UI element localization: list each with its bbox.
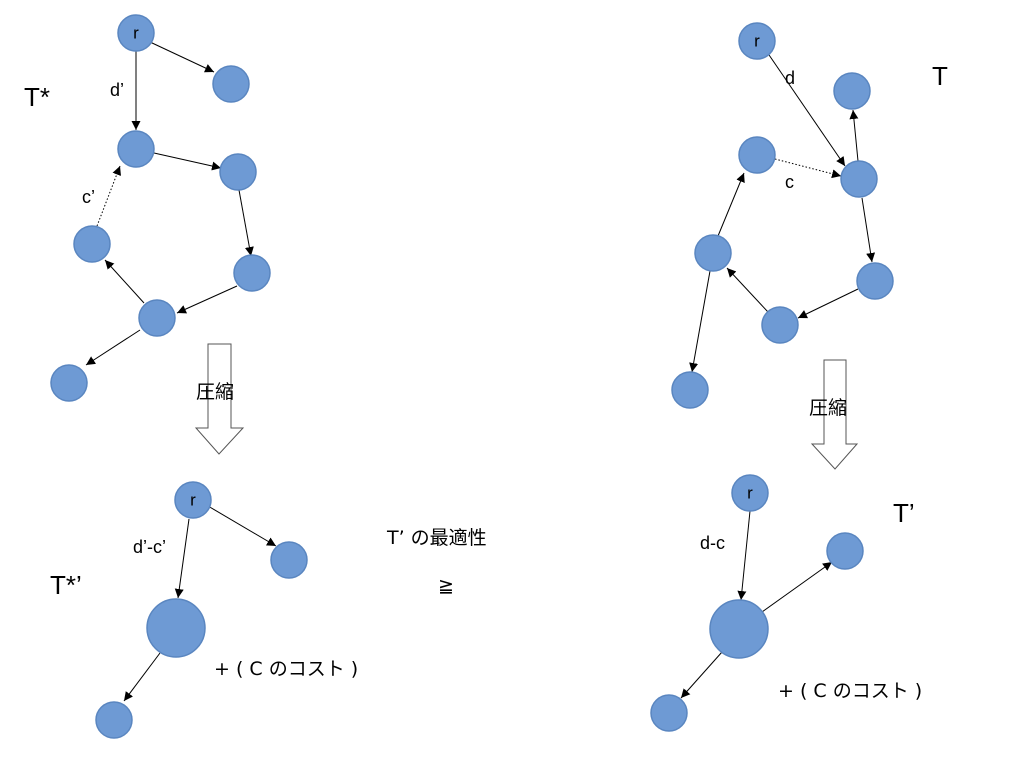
edge-cycle-1: [153, 152, 222, 171]
label-c-prime: c’: [82, 187, 95, 207]
cycle-node: [738, 136, 776, 174]
leaf-node: [270, 541, 308, 579]
edge-to-leaf: [761, 561, 833, 613]
edge-cycle-to-leaf: [85, 329, 141, 366]
root-label: r: [754, 32, 760, 51]
cycle-node: [694, 234, 732, 272]
label-d-prime: d’: [110, 80, 124, 100]
title-t: T: [932, 61, 948, 91]
edge-cycle-3: [726, 267, 769, 313]
tree-t-star: r T* d’ c’: [24, 14, 271, 402]
cycle-node: [138, 299, 176, 337]
edge-to-leaf: [680, 651, 723, 699]
cycle-node: [840, 160, 878, 198]
root-node: [738, 22, 776, 60]
cycle-node: [233, 254, 271, 292]
edge-d-minus-c: [737, 510, 751, 601]
root-label: r: [747, 484, 753, 503]
cost-note-left: + ( C のコスト ): [214, 658, 358, 680]
leaf-node: [50, 364, 88, 402]
tree-t-star-prime: r T*’ d’-c’: [50, 481, 308, 739]
cycle-node: [761, 306, 799, 344]
title-t-star: T*: [24, 82, 50, 112]
edge-r-to-leaf: [207, 505, 277, 547]
compress-label-right: 圧縮: [809, 397, 847, 419]
edge-to-leaf: [123, 652, 161, 702]
edge-to-leaf: [849, 109, 859, 162]
leaf-node: [833, 72, 871, 110]
root-label: r: [133, 24, 139, 43]
edge-d: [766, 51, 846, 167]
edge-r-to-leaf: [149, 41, 215, 73]
root-node: [731, 474, 769, 512]
label-d-prime-minus-c-prime: d’-c’: [133, 537, 166, 557]
cycle-node: [219, 153, 257, 191]
compress-arrow-right: [810, 359, 859, 470]
leaf-node: [826, 532, 864, 570]
cycle-node: [73, 225, 111, 263]
compress-label-left: 圧縮: [196, 381, 234, 403]
tree-t: r T d c: [671, 22, 948, 409]
title-t-prime: T’: [893, 498, 915, 528]
leaf-node: [95, 701, 133, 739]
cycle-node: [856, 262, 894, 300]
edge-cycle-1: [861, 197, 876, 263]
contracted-node: [146, 598, 206, 658]
contracted-node: [709, 599, 769, 659]
label-d: d: [785, 68, 795, 88]
edge-cycle-3: [176, 285, 238, 314]
geq-symbol: ≧: [438, 575, 454, 597]
edge-d-prime-minus-c-prime: [174, 518, 190, 599]
leaf-node: [671, 371, 709, 409]
cycle-node: [117, 130, 155, 168]
optimality-label: T’ の最適性: [386, 527, 487, 549]
edge-cycle-2: [238, 189, 254, 257]
edge-cycle-2: [797, 288, 859, 319]
edge-c: [774, 158, 842, 179]
leaf-node: [650, 694, 688, 732]
compress-arrow-left: [194, 343, 245, 455]
title-t-star-prime: T*’: [50, 570, 82, 600]
cost-note-right: + ( C のコスト ): [778, 680, 922, 702]
edge-cycle-4: [104, 259, 145, 304]
root-node: [117, 14, 155, 52]
root-label: r: [190, 491, 196, 510]
label-c: c: [785, 172, 794, 192]
label-d-minus-c: d-c: [700, 533, 725, 553]
leaf-node: [212, 65, 250, 103]
tree-t-prime: r T’ d-c: [650, 474, 915, 732]
edge-cycle-4: [717, 172, 745, 237]
edge-cycle-to-leaf: [689, 270, 711, 373]
edge-c-prime: [96, 165, 121, 227]
root-node: [174, 481, 212, 519]
